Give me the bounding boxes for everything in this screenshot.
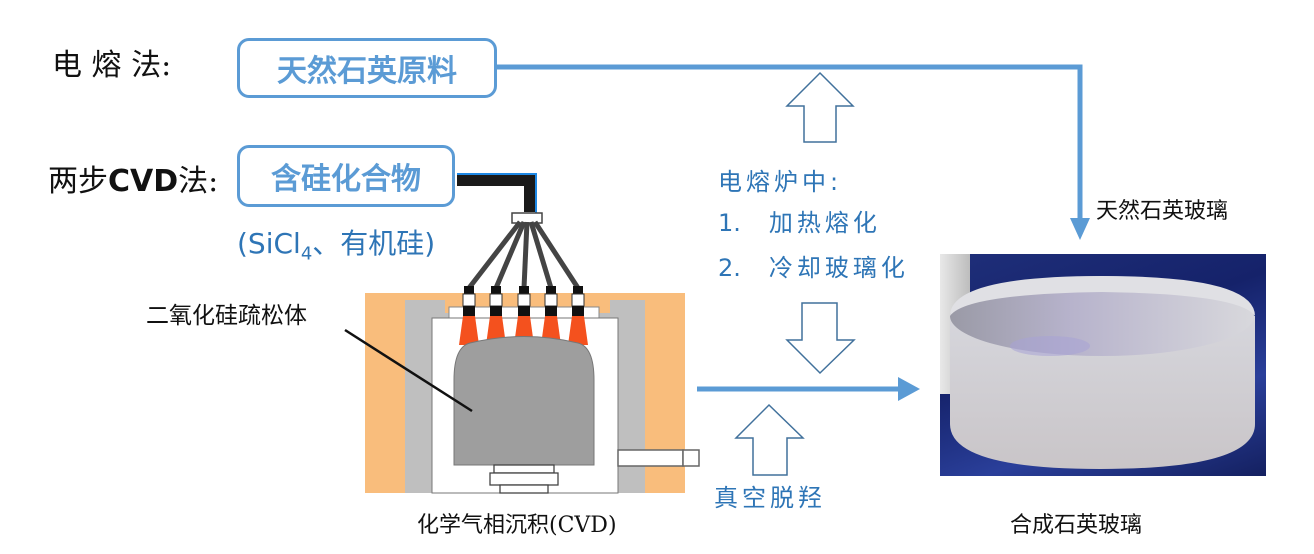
step-text: 加热熔化 [768,209,881,237]
natural-quartz-raw-material-label: 天然石英原料 [277,54,457,89]
silicon-sources-label: (SiCl4、有机硅) [237,222,435,265]
vacuum-dehydroxylation-label: 真空脱羟 [714,484,826,512]
natural-flow-line [496,64,1083,220]
natural-flow-arrowhead [1070,218,1090,240]
step-number: 1. [718,209,741,237]
furnace-title: 电熔炉中: [718,168,843,196]
cvd-bold-text: CVD [108,164,179,199]
side-port [617,449,684,467]
natural-quartz-glass-label: 天然石英玻璃 [1096,199,1229,224]
cvd-caption: 化学气相沉积(CVD) [417,513,617,538]
silicon-compound-box: 含硅化合物 [237,145,455,207]
synthetic-quartz-glass-label: 合成石英玻璃 [1010,513,1143,538]
process-step-1: 1. 加热熔化 [718,203,881,238]
silicon-compound-label: 含硅化合物 [271,162,421,197]
step-number: 2. [718,254,741,282]
synthetic-quartz-glass-photo [940,254,1266,476]
upward-block-arrow-melting [785,71,855,143]
upward-block-arrow-dehydroxylation [734,403,805,476]
quartz-cylinder [950,276,1255,469]
silica-soot-label: 二氧化硅疏松体 [146,303,307,329]
synthetic-flow-arrowhead [898,377,920,401]
two-step-suffix: 法: [178,164,219,199]
sicl-text: (SiCl [237,227,301,260]
downward-block-arrow [785,302,856,375]
two-step-prefix: 两步 [48,164,108,199]
pedestal [489,464,559,494]
feed-pipe [457,174,536,212]
two-step-cvd-method-label: 两步CVD法: [48,156,218,200]
organosilicon-text: 、有机硅) [312,227,436,260]
silica-soot-body [453,336,595,466]
natural-quartz-raw-material-box: 天然石英原料 [237,38,497,98]
process-step-2: 2. 冷却玻璃化 [718,248,909,283]
electrofusion-method-label: 电 熔 法: [52,48,172,83]
preform-leader-line [344,328,473,413]
subscript-4: 4 [300,243,313,265]
step-text: 冷却玻璃化 [768,254,909,282]
